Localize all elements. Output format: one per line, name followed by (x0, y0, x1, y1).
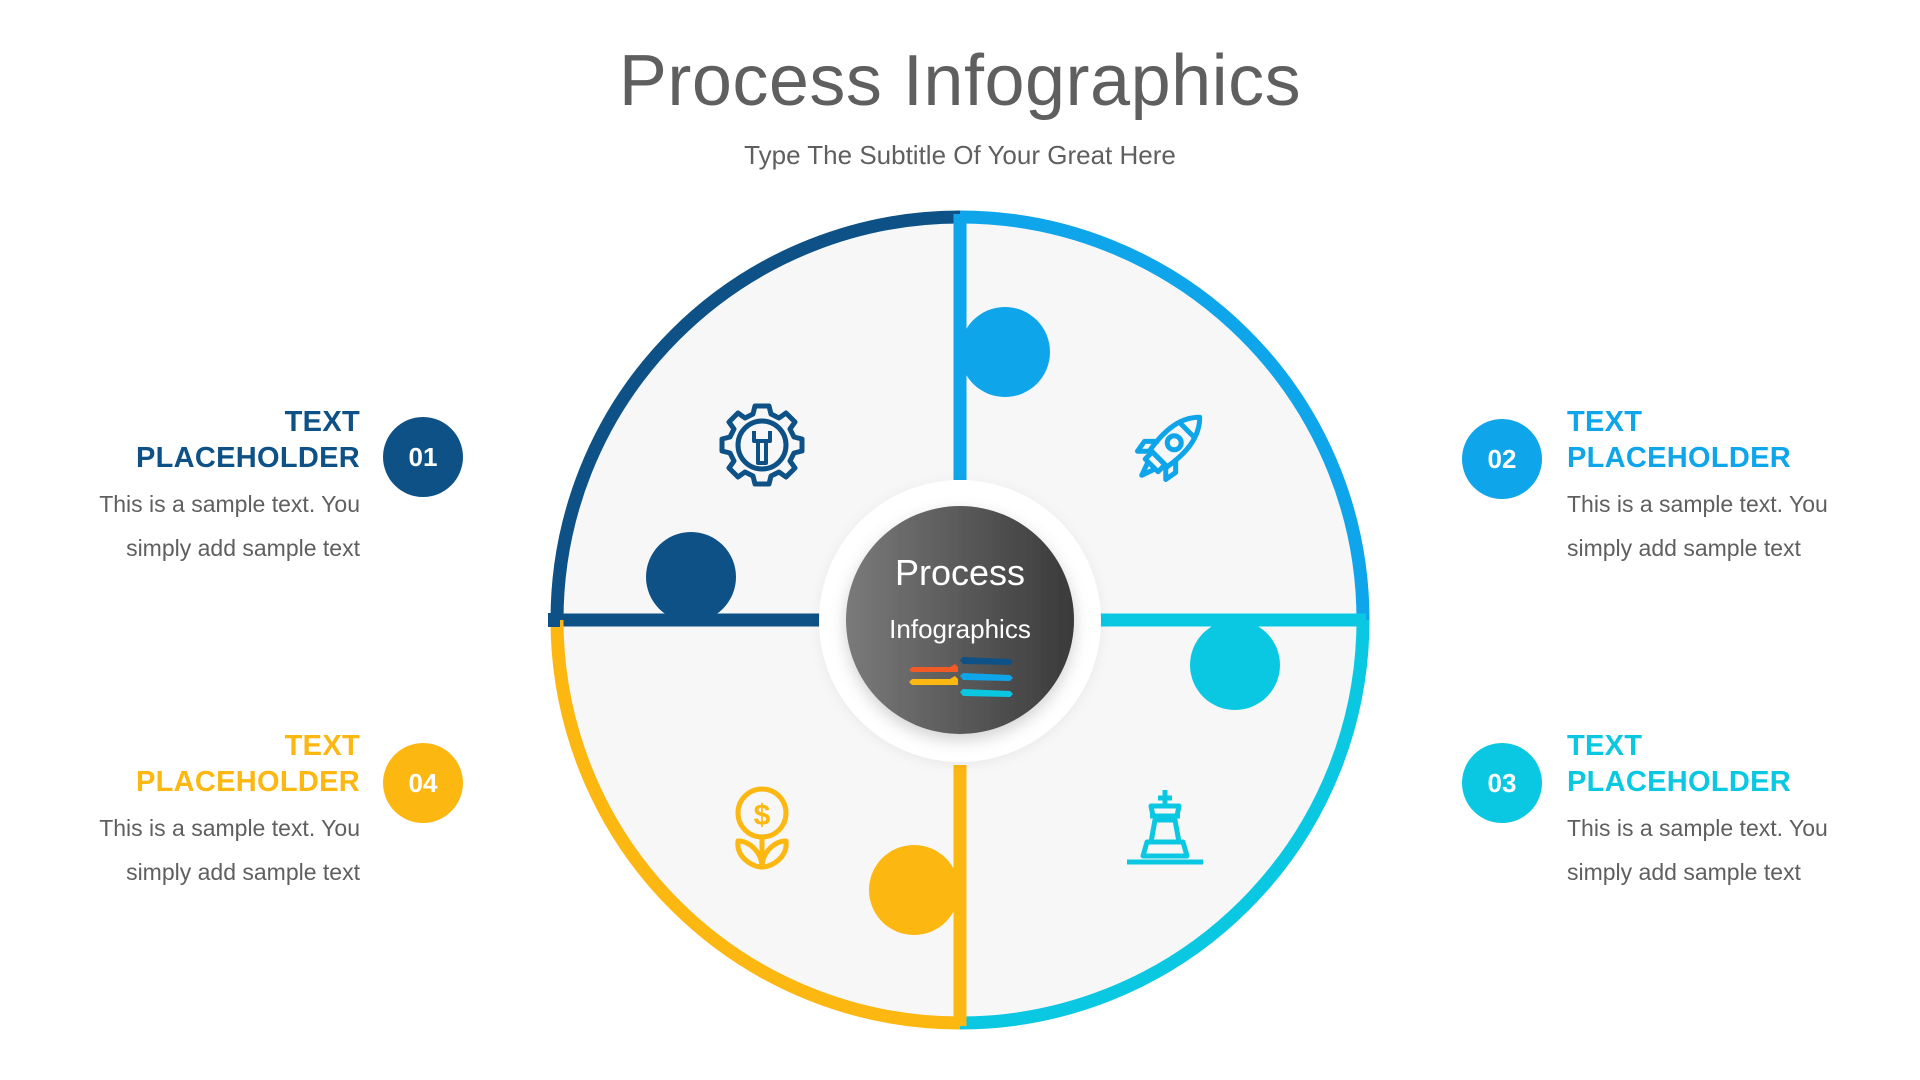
rocket-icon (1134, 414, 1203, 483)
step-4-text: TEXT PLACEHOLDER This is a sample text. … (60, 728, 360, 894)
step-2-heading: TEXT PLACEHOLDER (1567, 406, 1792, 474)
step-2-badge: 02 (1462, 419, 1542, 499)
step-2-line1: This is a sample text. You (1567, 491, 1828, 517)
puzzle-tab-2 (960, 307, 1050, 397)
money-plant-icon: $ (735, 786, 789, 870)
step-1-line1: This is a sample text. You (99, 491, 360, 517)
hub-title: Process (894, 552, 1026, 593)
ribbon-arrows-icon (909, 657, 1013, 697)
chess-king-icon (1127, 790, 1203, 865)
step-4-line2: simply add sample text (126, 859, 360, 885)
step-4-line1: This is a sample text. You (99, 815, 360, 841)
step-1-text: TEXT PLACEHOLDER This is a sample text. … (60, 404, 360, 570)
puzzle-tab-3 (1190, 620, 1280, 710)
quadrant-4[interactable] (550, 619, 967, 1030)
page-subtitle: Type The Subtitle Of Your Great Here (744, 140, 1176, 170)
quadrant-3[interactable] (959, 613, 1370, 1030)
step-1-line2: simply add sample text (126, 535, 360, 561)
step-1-badge: 01 (383, 417, 463, 497)
page-title: Process Infographics (618, 41, 1302, 121)
step-4-heading: TEXT PLACEHOLDER (135, 730, 360, 798)
gear-wrench-icon (719, 403, 805, 487)
hub-subtitle: Infographics (889, 614, 1031, 644)
puzzle-tab-1 (646, 532, 736, 622)
step-2-text: TEXT PLACEHOLDER This is a sample text. … (1567, 404, 1867, 570)
puzzle-tab-4 (869, 845, 959, 935)
hub-disk (846, 506, 1074, 734)
step-3-badge: 03 (1462, 743, 1542, 823)
step-2-line2: simply add sample text (1567, 535, 1801, 561)
step-3-line2: simply add sample text (1567, 859, 1801, 885)
quadrant-1[interactable] (550, 210, 961, 627)
step-3-line1: This is a sample text. You (1567, 815, 1828, 841)
svg-text:$: $ (754, 799, 771, 832)
quadrant-2[interactable] (953, 210, 1370, 621)
step-3-text: TEXT PLACEHOLDER This is a sample text. … (1567, 728, 1867, 894)
step-1-heading: TEXT PLACEHOLDER (135, 406, 360, 474)
step-4-badge: 04 (383, 743, 463, 823)
step-3-heading: TEXT PLACEHOLDER (1567, 730, 1792, 798)
